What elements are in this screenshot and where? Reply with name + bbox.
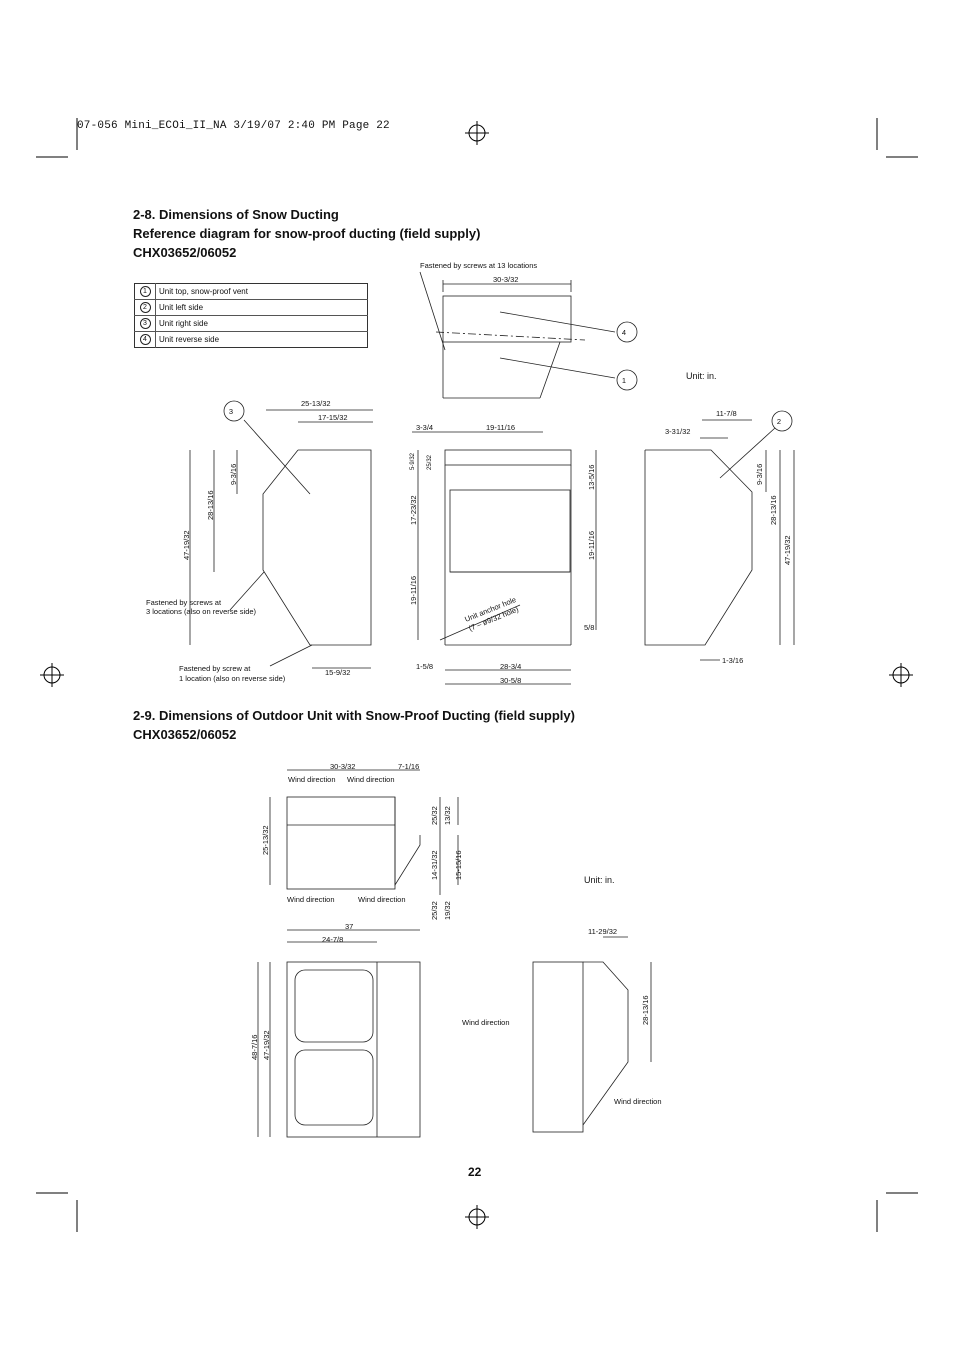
unit-label-1: Unit: in. (686, 371, 717, 381)
dim-label: 24-7/8 (322, 935, 343, 944)
dim-label: 28-13/16 (206, 490, 215, 520)
wind-label: Wind direction (287, 895, 335, 904)
dim-label: 37 (345, 922, 353, 931)
dim-label: 47-19/32 (783, 535, 792, 565)
svg-text:Fastened by screws at: Fastened by screws at (146, 598, 222, 607)
wind-label: Wind direction (347, 775, 395, 784)
dim-label: 9-3/16 (755, 464, 764, 485)
section-title-2-8: 2-8. Dimensions of Snow Ducting (133, 207, 339, 222)
dim-label: 48-7/16 (250, 1035, 259, 1060)
dim-label: 7-1/16 (398, 762, 419, 771)
dim-label: 28-13/16 (769, 495, 778, 525)
svg-text:3 locations (also on reverse s: 3 locations (also on reverse side) (146, 607, 257, 616)
dim-label: 47-19/32 (182, 530, 191, 560)
unit-label-2: Unit: in. (584, 875, 615, 885)
svg-text:Fastened by screw at: Fastened by screw at (179, 664, 251, 673)
svg-text:2: 2 (777, 417, 781, 426)
print-slug: 07-056 Mini_ECOi_II_NA 3/19/07 2:40 PM P… (77, 120, 390, 132)
model-number: CHX03652/06052 (133, 245, 237, 260)
wind-label: Wind direction (462, 1018, 510, 1027)
dim-label: 25-13/32 (261, 825, 270, 855)
svg-text:1 location (also on reverse si: 1 location (also on reverse side) (179, 674, 286, 683)
section-title-2-9: 2-9. Dimensions of Outdoor Unit with Sno… (133, 708, 575, 723)
dim-label: 19-11/16 (409, 576, 418, 605)
model-number-2: CHX03652/06052 (133, 727, 237, 742)
dim-label: 30-3/32 (330, 762, 355, 771)
dim-label: 28-13/16 (641, 995, 650, 1025)
section-subtitle: Reference diagram for snow-proof ducting… (133, 226, 481, 241)
svg-text:15-15/16: 15-15/16 (454, 850, 463, 880)
dim-label: 5/8 (584, 623, 594, 632)
page-number: 22 (468, 1165, 482, 1179)
svg-text:13/32: 13/32 (443, 806, 452, 825)
dim-label: 47-19/32 (262, 1030, 271, 1060)
dim-label: 3-3/4 (416, 423, 433, 432)
wind-label: Wind direction (614, 1097, 662, 1106)
svg-text:25/32: 25/32 (427, 454, 433, 470)
dim-label: 11-7/8 (716, 409, 737, 418)
dim-label: 1-3/16 (722, 656, 743, 665)
svg-text:3: 3 (229, 407, 233, 416)
dim-label: 19-11/16 (486, 423, 515, 432)
dim-label: 25-13/32 (301, 399, 331, 408)
dim-label: 15-9/32 (325, 668, 350, 677)
svg-text:25/32: 25/32 (430, 806, 439, 825)
note-top-screws: Fastened by screws at 13 locations (420, 261, 537, 270)
dim-label: 30-3/32 (493, 275, 518, 284)
svg-text:1: 1 (622, 376, 626, 385)
svg-text:5-9/32: 5-9/32 (410, 452, 416, 470)
dim-label: 19-11/16 (587, 531, 596, 560)
dim-label: 28-3/4 (500, 662, 521, 671)
dim-label: 1-5/8 (416, 662, 433, 671)
svg-text:19/32: 19/32 (443, 901, 452, 920)
dim-label: 17-23/32 (409, 495, 418, 525)
svg-text:14-31/32: 14-31/32 (430, 850, 439, 880)
svg-text:4: 4 (622, 328, 626, 337)
dim-label: 13-5/16 (587, 465, 596, 490)
wind-label: Wind direction (358, 895, 406, 904)
dim-label: 30-5/8 (500, 676, 521, 685)
svg-text:25/32: 25/32 (430, 901, 439, 920)
dim-label: 17-15/32 (318, 413, 348, 422)
wind-label: Wind direction (288, 775, 336, 784)
dim-label: 9-3/16 (229, 464, 238, 485)
dim-label: 11-29/32 (588, 927, 617, 936)
dim-label: 3-31/32 (665, 427, 690, 436)
